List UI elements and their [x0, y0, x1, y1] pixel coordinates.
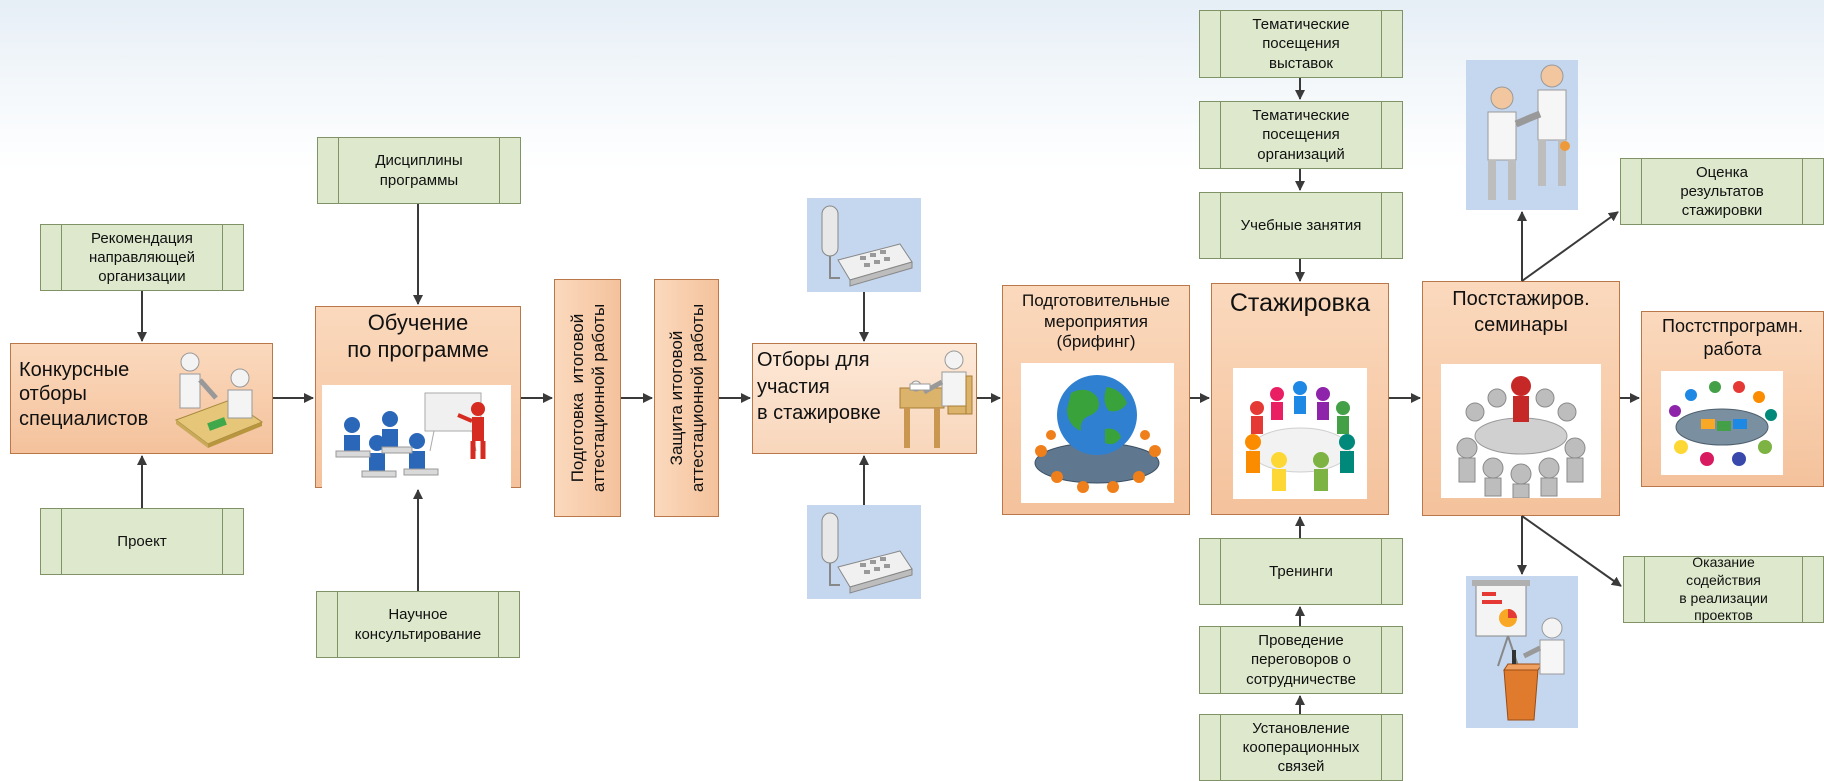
- competitive-selection-label: Конкурсные отборы специалистов: [19, 359, 149, 430]
- telephone-icon: [821, 512, 913, 594]
- consulting-label: Научное консультирование: [354, 606, 482, 643]
- assistance-label: Оказание содействия в реализации проекто…: [1679, 553, 1768, 624]
- presenter-icon: [1472, 580, 1565, 721]
- trainings-box: Тренинги: [1199, 538, 1403, 605]
- evaluation-label: Оценка результатов стажировки: [1680, 163, 1764, 220]
- puzzle-team-picture: [1661, 371, 1783, 475]
- handshake-icon: [1487, 64, 1570, 200]
- colorful-team-icon: [1245, 381, 1355, 491]
- round-table-icon: [1456, 376, 1586, 498]
- training-label: Обучение по программе: [347, 310, 489, 362]
- consulting-box: Научное консультирование: [316, 591, 520, 658]
- exhibitions-box: Тематические посещения выставок: [1199, 10, 1403, 78]
- defense-work-box: Защита итоговой аттестационной работы: [654, 279, 719, 517]
- round-table-picture: [1441, 364, 1601, 498]
- organizations-box: Тематические посещения организаций: [1199, 101, 1403, 169]
- organizations-label: Тематические посещения организаций: [1252, 107, 1350, 163]
- classes-box: Учебные занятия: [1199, 192, 1403, 259]
- classroom-icon: [335, 392, 486, 478]
- trainings-label: Тренинги: [1269, 562, 1333, 580]
- meeting-icon: [174, 352, 264, 448]
- cooperation-label: Установление кооперационных связей: [1242, 719, 1360, 776]
- selection-label: Отборы для участия в стажировке: [757, 349, 881, 425]
- globe-meeting-picture: [1021, 363, 1174, 503]
- interview-icon: [899, 350, 973, 448]
- preparatory-label: Подготовительные мероприятия (брифинг): [1021, 291, 1171, 352]
- project-box: Проект: [40, 508, 244, 575]
- exhibitions-label: Тематические посещения выставок: [1252, 16, 1350, 72]
- globe-meeting-icon: [1034, 375, 1161, 493]
- telephone-icon: [821, 205, 913, 287]
- disciplines-label: Дисциплины программы: [375, 152, 463, 189]
- assistance-box: Оказание содействия в реализации проекто…: [1623, 553, 1824, 624]
- disciplines-box: Дисциплины программы: [317, 137, 521, 204]
- prep-work-box: Подготовка итоговой аттестационной работ…: [554, 279, 621, 517]
- cooperation-box: Установление кооперационных связей: [1199, 714, 1403, 781]
- negotiations-box: Проведение переговоров о сотрудничестве: [1199, 626, 1403, 694]
- colorful-team-picture: [1233, 368, 1367, 499]
- recommendation-box: Рекомендация направляющей организации: [40, 224, 244, 291]
- puzzle-team-icon: [1669, 381, 1777, 466]
- prep-work-label: Подготовка итоговой аттестационной работ…: [567, 303, 608, 493]
- project-label: Проект: [117, 532, 167, 550]
- internship-label: Стажировка: [1229, 289, 1371, 317]
- post-program-label: Постстпрограмн. работа: [1662, 316, 1803, 360]
- classes-label: Учебные занятия: [1240, 216, 1362, 234]
- evaluation-box: Оценка результатов стажировки: [1620, 158, 1824, 225]
- recommendation-label: Рекомендация направляющей организации: [88, 229, 196, 286]
- defense-work-label: Защита итоговой аттестационной работы: [666, 303, 707, 493]
- classroom-picture: [322, 385, 511, 488]
- negotiations-label: Проведение переговоров о сотрудничестве: [1246, 632, 1356, 688]
- post-seminars-label: Постстажиров. семинары: [1452, 288, 1590, 336]
